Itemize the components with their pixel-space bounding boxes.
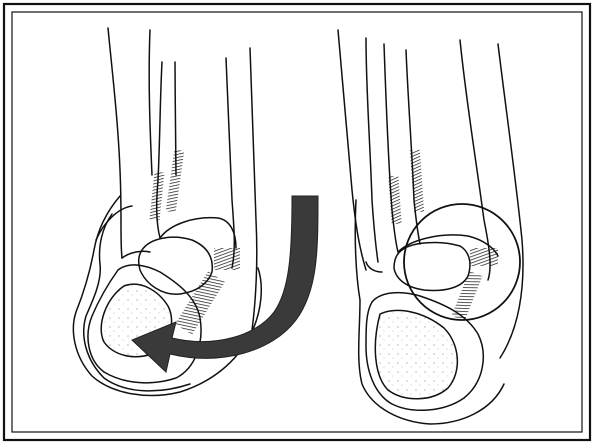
right-fibula bbox=[338, 30, 366, 270]
right-ankle-illustration bbox=[338, 30, 523, 424]
left-fibula bbox=[108, 28, 122, 258]
curved-rotation-arrow-icon bbox=[132, 196, 318, 372]
